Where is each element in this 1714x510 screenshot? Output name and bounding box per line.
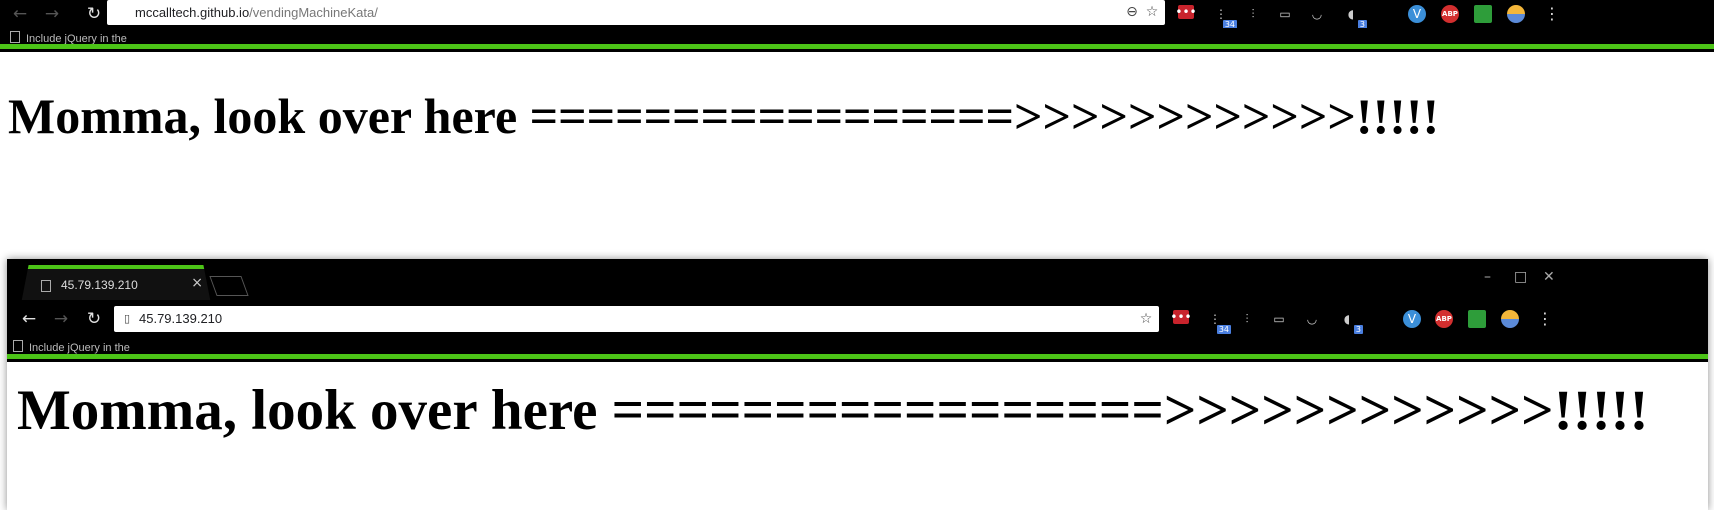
cast-icon[interactable]: ▭ bbox=[1273, 312, 1285, 326]
reload-icon[interactable]: ↻ bbox=[86, 309, 102, 329]
extension-more-icon[interactable]: ••• bbox=[1175, 5, 1197, 19]
tab-strip: 45.79.139.210 × – □ ✕ bbox=[7, 259, 1708, 304]
browser-window: 45.79.139.210 × – □ ✕ ← → ↻ ▯ 45.79.139.… bbox=[7, 259, 1708, 510]
extension-badge: 3 bbox=[1353, 325, 1363, 334]
extension-v-icon[interactable]: V bbox=[1408, 5, 1426, 23]
pocket-icon[interactable]: ◡ bbox=[1311, 7, 1323, 21]
bookmark-label: Include jQuery in the bbox=[29, 342, 130, 354]
theme-divider bbox=[7, 359, 1708, 362]
extension-sliders-icon[interactable]: ⫶ bbox=[1245, 311, 1249, 326]
sheets-icon[interactable] bbox=[1468, 310, 1486, 328]
extension-audio-icon[interactable]: ◖3 bbox=[1347, 7, 1367, 29]
extension-audio-icon[interactable]: ◖3 bbox=[1343, 312, 1363, 334]
theme-divider bbox=[0, 49, 1714, 52]
minimize-icon[interactable]: – bbox=[1484, 269, 1491, 285]
bookmark-item[interactable]: Include jQuery in the bbox=[10, 31, 127, 45]
tab-active[interactable]: 45.79.139.210 × bbox=[21, 265, 211, 304]
page-icon bbox=[13, 340, 23, 352]
adblock-icon[interactable]: ABP bbox=[1435, 310, 1453, 328]
close-icon[interactable]: × bbox=[191, 275, 203, 291]
extension-more-icon[interactable]: ••• bbox=[1170, 310, 1192, 324]
window-close-icon[interactable]: ✕ bbox=[1543, 269, 1555, 285]
adblock-label: ABP bbox=[1442, 10, 1458, 18]
star-icon[interactable]: ☆ bbox=[1139, 311, 1153, 327]
page-heading: Momma, look over here =================>… bbox=[8, 88, 1440, 144]
theme-green-bar bbox=[7, 354, 1708, 359]
pocket-icon[interactable]: ◡ bbox=[1306, 312, 1318, 326]
address-url: 45.79.139.210 bbox=[139, 311, 223, 326]
top-url-path: /vendingMachineKata/ bbox=[249, 5, 378, 20]
extension-v-icon[interactable]: V bbox=[1403, 310, 1421, 328]
theme-green-bar bbox=[0, 44, 1714, 49]
page-icon: ▯ bbox=[123, 312, 131, 325]
extension-badge: 3 bbox=[1357, 20, 1367, 29]
top-url: mccalltech.github.io/vendingMachineKata/ bbox=[135, 0, 378, 25]
extension-sun-icon[interactable] bbox=[1501, 310, 1519, 328]
address-bar[interactable]: ▯ 45.79.139.210 ☆ bbox=[114, 306, 1159, 332]
adblock-label: ABP bbox=[1436, 315, 1452, 323]
bookmark-item[interactable]: Include jQuery in the bbox=[13, 340, 130, 354]
forward-arrow-icon[interactable]: → bbox=[44, 4, 60, 24]
bookmark-label: Include jQuery in the bbox=[26, 33, 127, 45]
top-bookmarks-bar: Include jQuery in the bbox=[0, 28, 1714, 45]
extension-tree-icon[interactable]: ⋮34 bbox=[1209, 312, 1231, 334]
extension-badge: 34 bbox=[1216, 325, 1231, 334]
sheets-icon[interactable] bbox=[1474, 5, 1492, 23]
extension-badge: 34 bbox=[1222, 20, 1237, 29]
page-icon bbox=[10, 31, 20, 43]
zoom-out-icon[interactable]: ⊖ bbox=[1126, 4, 1138, 20]
back-arrow-icon[interactable]: ← bbox=[12, 4, 28, 24]
star-icon[interactable]: ☆ bbox=[1145, 4, 1159, 20]
top-address-bar[interactable]: mccalltech.github.io/vendingMachineKata/… bbox=[107, 0, 1165, 25]
page-heading: Momma, look over here =================>… bbox=[17, 379, 1649, 442]
new-tab-button[interactable] bbox=[209, 276, 249, 296]
reload-icon[interactable]: ↻ bbox=[86, 4, 102, 24]
window-toolbar: ← → ↻ ▯ 45.79.139.210 ☆ ••• ⋮34 ⫶ ▭ ◡ ◖3… bbox=[7, 300, 1708, 338]
extension-tree-icon[interactable]: ⋮34 bbox=[1215, 7, 1237, 29]
forward-arrow-icon[interactable]: → bbox=[53, 309, 69, 329]
top-url-host: mccalltech.github.io bbox=[135, 5, 250, 20]
menu-icon[interactable]: ⋮ bbox=[1537, 309, 1553, 328]
cast-icon[interactable]: ▭ bbox=[1279, 7, 1291, 21]
menu-icon[interactable]: ⋮ bbox=[1544, 4, 1560, 23]
top-browser-toolbar: ← → ↻ mccalltech.github.io/vendingMachin… bbox=[0, 0, 1714, 29]
adblock-icon[interactable]: ABP bbox=[1441, 5, 1459, 23]
extension-sliders-icon[interactable]: ⫶ bbox=[1251, 6, 1255, 21]
maximize-icon[interactable]: □ bbox=[1514, 269, 1528, 285]
extension-sun-icon[interactable] bbox=[1507, 5, 1525, 23]
back-arrow-icon[interactable]: ← bbox=[21, 309, 37, 329]
tab-title: 45.79.139.210 bbox=[61, 278, 138, 292]
page-icon bbox=[41, 280, 51, 292]
bookmarks-bar: Include jQuery in the bbox=[7, 338, 1708, 354]
